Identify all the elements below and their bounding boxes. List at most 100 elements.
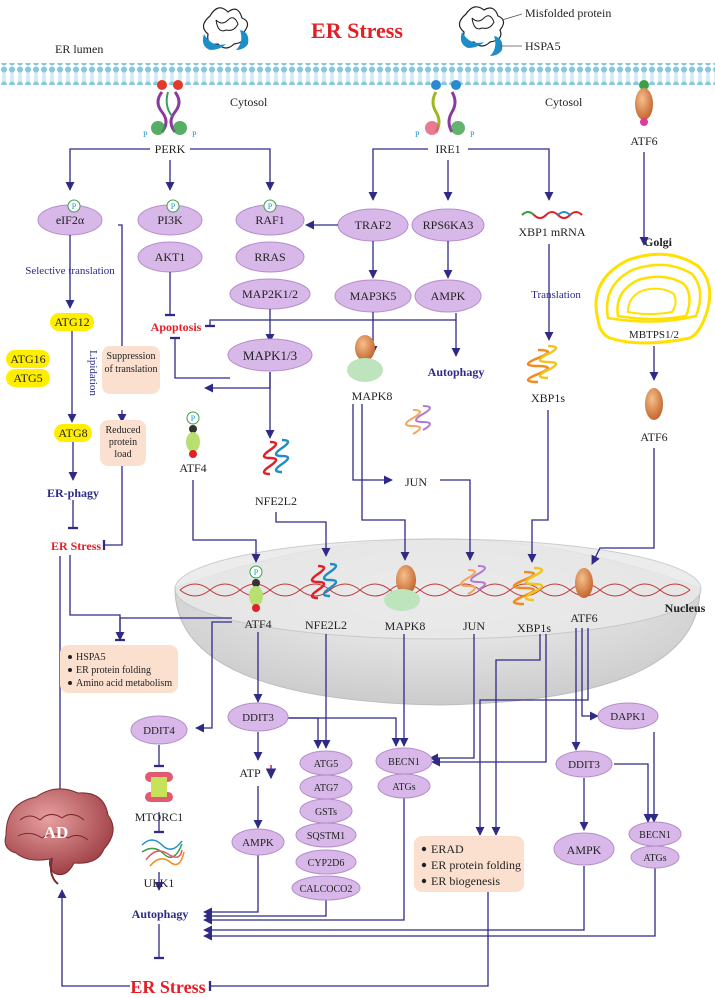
autophagy-bottom-label: Autophagy [132, 907, 189, 921]
p-marker: P [470, 130, 475, 139]
p-marker: P [143, 130, 148, 139]
er-lumen-label: ER lumen [55, 42, 103, 56]
atg5-yellow-label: ATG5 [13, 371, 42, 385]
golgi-icon [594, 252, 712, 345]
misfolded-protein-icon-2 [458, 6, 505, 56]
node-becn1-right: BECN1 [628, 821, 682, 847]
node-pi3k: P PI3K [137, 199, 203, 236]
nucleus-label: Nucleus [665, 601, 706, 615]
node-atg12: ATG12 [50, 313, 94, 331]
node-atg16: ATG16 [6, 350, 50, 368]
box-erad-list: ERAD ER protein folding ER biogenesis [414, 836, 524, 892]
xbp1s-nuc-icon [512, 566, 544, 606]
selective-label: Selective translation [25, 265, 115, 277]
jun-cyto-label: JUN [405, 475, 427, 489]
nfe2l2-cyto-icon [262, 438, 290, 476]
node-ampk-right: AMPK [553, 832, 615, 866]
akt1-label: AKT1 [155, 250, 186, 264]
misfolded-label: Misfolded protein [525, 6, 611, 20]
translation-label: Translation [531, 289, 581, 301]
node-ddit3-left: DDIT3 [227, 702, 289, 732]
node-dapk1: DAPK1 [597, 702, 659, 730]
dapk1-label: DAPK1 [610, 711, 645, 723]
ddit3-left-label: DDIT3 [242, 712, 274, 724]
jun-nuc-icon [460, 565, 486, 595]
node-ddit4: DDIT4 [130, 715, 188, 745]
atg-stack-item: CALCOCO2 [300, 884, 353, 895]
misfolded-protein-icon [202, 7, 249, 50]
leader-line [501, 13, 523, 21]
becn1-right-label: BECN1 [639, 830, 671, 841]
apoptosis-label: Apoptosis [151, 320, 202, 334]
node-atg5-yellow: ATG5 [6, 369, 50, 387]
node-atgs-mid: ATGs [377, 773, 431, 799]
reduced-line-1: Reduced [106, 425, 141, 436]
mapk8-cyto-label: MAPK8 [352, 389, 393, 403]
mtorc1-label: MTORC1 [135, 810, 183, 824]
suppression-box: Suppression of translation [102, 346, 160, 394]
lipidation-label: Lipidation [87, 350, 99, 396]
p-marker: P [191, 414, 196, 423]
ulk1-icon [141, 839, 185, 867]
erstress-mid-label: ER Stress [51, 539, 101, 553]
atf4-cyto-label: ATF4 [179, 461, 206, 475]
reduced-box: Reduced protein load [100, 420, 146, 466]
xbp1s-cyto-label: XBP1s [531, 391, 565, 405]
jun-nuc-label: JUN [463, 619, 485, 633]
node-map2k: MAP2K1/2 [229, 278, 311, 310]
mtorc1-icon [145, 772, 173, 802]
brain-icon [4, 788, 114, 885]
arrows-upper [65, 148, 659, 381]
mapk8-nuc-label: MAPK8 [385, 619, 426, 633]
ad-label: AD [44, 823, 69, 842]
dna-strand [179, 583, 691, 597]
atf6-golgi-label: ATF6 [640, 430, 667, 444]
becn1-mid-label: BECN1 [388, 757, 420, 768]
node-becn1-mid: BECN1 [375, 747, 433, 775]
atg12-label: ATG12 [54, 315, 89, 329]
traf2-label: TRAF2 [355, 218, 392, 232]
box1-item: HSPA5 [76, 652, 106, 663]
atf4-cyto-icon: P [186, 411, 200, 458]
node-mapk13: MAPK1/3 [227, 338, 313, 372]
atg-stack-item: CYP2D6 [308, 858, 345, 869]
golgi-label: Golgi [644, 235, 673, 249]
atgs-mid-label: ATGs [392, 782, 415, 793]
atg-stack-item: ATG7 [314, 783, 338, 794]
atf4-nuc-label: ATF4 [244, 617, 271, 631]
node-ampk-left: AMPK [231, 828, 285, 856]
atf4-nuc-icon: P [249, 565, 263, 612]
jun-cyto-icon [405, 405, 431, 435]
ire1-receptor-icon: P P [415, 80, 475, 139]
xbp1s-nuc-label: XBP1s [517, 621, 551, 635]
reduced-line-3: load [114, 449, 131, 460]
p-marker: P [72, 202, 77, 211]
p-marker: P [254, 568, 259, 577]
mapk8-cyto-icon [347, 335, 383, 382]
xbp1s-cyto-icon [526, 344, 558, 384]
node-akt1: AKT1 [137, 241, 203, 273]
node-atg8: ATG8 [54, 424, 92, 442]
cytosol-label-right: Cytosol [545, 95, 583, 109]
atf6-nuc-label: ATF6 [570, 611, 597, 625]
mapk13-label: MAPK1/3 [243, 348, 297, 363]
node-rps6ka3: RPS6KA3 [411, 208, 485, 242]
p-marker: P [268, 202, 273, 211]
pi3k-label: PI3K [157, 213, 183, 227]
xbp1mrna-label: XBP1 mRNA [518, 225, 585, 239]
box1-item: Amino acid metabolism [76, 678, 172, 689]
suppression-line-2: of translation [104, 364, 157, 375]
rras-label: RRAS [254, 250, 285, 264]
map2k-label: MAP2K1/2 [242, 287, 298, 301]
box1-item: ER protein folding [76, 665, 151, 676]
node-map3k5: MAP3K5 [334, 279, 412, 313]
atf6-golgi-icon [645, 388, 663, 420]
atg-stack-item: SQSTM1 [307, 831, 345, 842]
dna-strand [179, 583, 691, 597]
ddit4-label: DDIT4 [143, 725, 175, 737]
atg8-label: ATG8 [58, 426, 87, 440]
ddit3-right-label: DDIT3 [568, 759, 600, 771]
node-raf1: P RAF1 [235, 199, 305, 236]
